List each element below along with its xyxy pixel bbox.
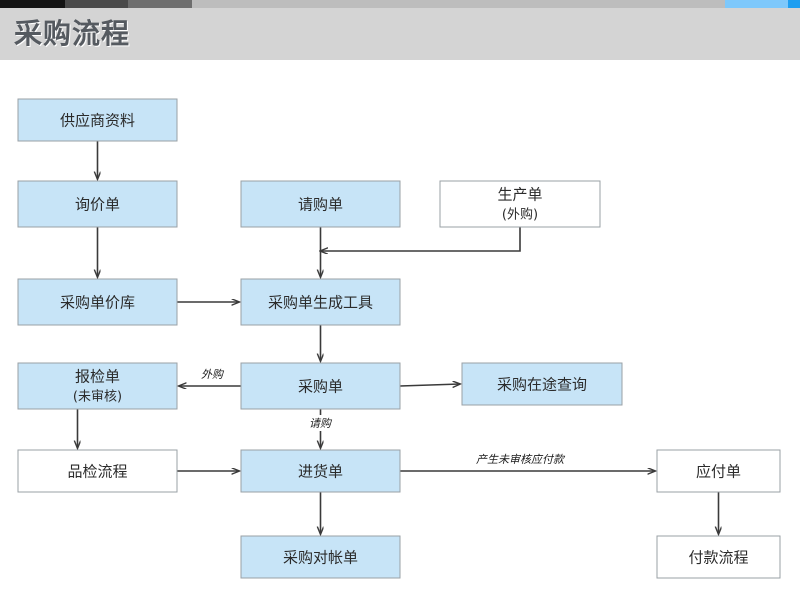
node-box [240, 535, 401, 579]
page-header: 采购流程 [0, 8, 800, 60]
node-label: 采购在途查询 [497, 376, 587, 394]
node-box [17, 362, 178, 410]
node-label: 报检单 [75, 368, 120, 386]
edge-layer [78, 141, 719, 534]
node-box [240, 362, 401, 410]
node-goods-receipt[interactable]: 进货单 [240, 449, 401, 493]
edge-production-to-tool [321, 227, 521, 251]
node-requisition[interactable]: 请购单 [240, 180, 401, 228]
node-supplier-data[interactable]: 供应商资料 [17, 98, 178, 142]
node-box [240, 278, 401, 326]
node-box [17, 180, 178, 228]
node-label: 品检流程 [67, 463, 127, 481]
node-box [439, 180, 601, 228]
node-label: 进货单 [298, 463, 343, 481]
node-po-generation-tool[interactable]: 采购单生成工具 [240, 278, 401, 326]
edge-po-to-goods-receipt-label: 请购 [309, 417, 333, 430]
edge-po-to-goods-receipt-label-bg [311, 415, 329, 431]
node-sublabel: (未审核) [73, 390, 122, 405]
node-box [461, 362, 623, 406]
node-label: 采购单价库 [60, 294, 135, 312]
node-label: 付款流程 [688, 549, 748, 567]
edge-goods-to-payable-label-bg [493, 451, 547, 467]
node-label: 采购单 [298, 378, 343, 396]
node-box [17, 98, 178, 142]
node-label: 生产单 [497, 186, 542, 204]
node-payable-note[interactable]: 应付单 [656, 449, 781, 493]
segment-medium-gray [128, 0, 192, 8]
flowchart-canvas: 供应商资料询价单采购单价库报检单 (未审核) 品检流程 请购单 生产单 (外购) 采购单生成… [0, 60, 800, 590]
segment-light-gray [192, 0, 725, 8]
node-box [17, 449, 178, 493]
node-sublabel: (外购) [502, 207, 538, 223]
node-quality-process[interactable]: 品检流程 [17, 449, 178, 493]
node-production-order[interactable]: 生产单 (外购) [439, 180, 601, 228]
node-label: 请购单 [298, 196, 343, 214]
segment-dark-gray [65, 0, 128, 8]
edge-goods-to-payable-label: 产生未审核应付款 [476, 453, 566, 466]
node-label: 供应商资料 [60, 112, 135, 130]
edge-po-to-intransit [399, 384, 460, 386]
node-label: 询价单 [75, 196, 120, 214]
node-purchase-recon[interactable]: 采购对帐单 [240, 535, 401, 579]
segment-light-blue [725, 0, 788, 8]
node-box [656, 535, 781, 579]
node-box [240, 449, 401, 493]
top-decoration-strip [0, 0, 800, 8]
node-box [17, 278, 178, 326]
node-purchase-order[interactable]: 采购单 [240, 362, 401, 410]
page-title: 采购流程 [14, 17, 131, 50]
node-label: 应付单 [696, 463, 741, 481]
edge-po-to-inspection-label: 外购 [201, 368, 225, 381]
node-inspection-request[interactable]: 报检单 (未审核) [17, 362, 178, 410]
node-label: 采购单生成工具 [268, 294, 373, 312]
node-payment-process[interactable]: 付款流程 [656, 535, 781, 579]
segment-accent-blue [788, 0, 800, 8]
node-in-transit-query[interactable]: 采购在途查询 [461, 362, 623, 406]
node-box [240, 180, 401, 228]
segment-black [0, 0, 65, 8]
edge-po-to-inspection-label-bg [203, 366, 221, 382]
node-inquiry-form[interactable]: 询价单 [17, 180, 178, 228]
node-price-library[interactable]: 采购单价库 [17, 278, 178, 326]
node-box [656, 449, 781, 493]
node-label: 采购对帐单 [283, 549, 358, 567]
